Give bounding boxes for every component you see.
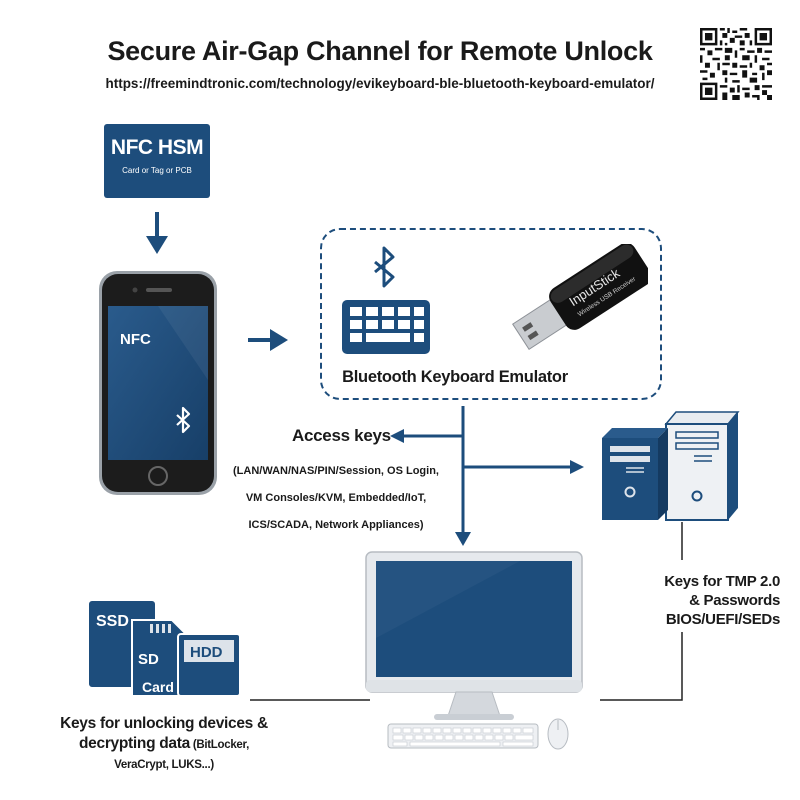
- tpm-line-3: BIOS/UEFI/SEDs: [665, 611, 780, 628]
- smartphone-icon: NFC: [99, 271, 217, 495]
- ssd-label: SSD: [96, 613, 129, 630]
- cable-lines: [250, 522, 683, 701]
- workstation: [365, 551, 583, 750]
- keyboard-icon: [342, 300, 430, 354]
- hdd-label: HDD: [190, 644, 223, 661]
- sd-label: SD: [138, 651, 159, 668]
- access-keys-list: (LAN/WAN/NAS/PIN/Session, OS Login, VM C…: [206, 458, 466, 539]
- emulator-box: [320, 228, 662, 400]
- unlock-line-2-main: decrypting data: [79, 735, 190, 752]
- access-keys-title: Access keys: [292, 426, 391, 445]
- tpm-keys-label: Keys for TMP 2.0 & Passwords BIOS/UEFI/S…: [580, 572, 780, 629]
- sd-card-icon: SD Card: [131, 619, 187, 697]
- usb-dongle-icon: InputStick Wireless USB Receiver: [512, 244, 648, 351]
- nfc-hsm-box: NFC HSM Card or Tag or PCB: [104, 124, 210, 198]
- access-keys-line-2: VM Consoles/KVM, Embedded/IoT,: [245, 492, 427, 504]
- nfc-hsm-title: NFC HSM: [110, 136, 204, 159]
- mouse-icon: [547, 718, 569, 750]
- tpm-line-1: Keys for TMP 2.0: [664, 573, 780, 590]
- bluetooth-icon: [374, 246, 395, 288]
- unlock-line-1: Keys for unlocking devices &: [60, 715, 268, 732]
- hdd-icon: HDD: [177, 633, 241, 697]
- distribution-lines: [390, 406, 584, 546]
- source-url[interactable]: https://freemindtronic.com/technology/ev…: [105, 76, 655, 91]
- unlock-line-3: VeraCrypt, LUKS...): [114, 759, 214, 771]
- bluetooth-keyboard-group: [342, 246, 430, 354]
- tpm-line-2: & Passwords: [689, 592, 780, 609]
- storage-devices: SSD SD Card HDD: [87, 599, 241, 697]
- sd-card-label: Card: [142, 679, 174, 695]
- qr-code-icon: [700, 28, 772, 100]
- unlock-line-2-small: (BitLocker,: [189, 739, 249, 751]
- phone-nfc-label: NFC: [120, 331, 151, 348]
- monitor-icon: [365, 551, 583, 720]
- access-keys-line-1: (LAN/WAN/NAS/PIN/Session, OS Login,: [233, 465, 439, 477]
- bluetooth-icon: [176, 406, 191, 434]
- emulator-label: Bluetooth Keyboard Emulator: [342, 368, 568, 386]
- access-keys-line-3: ICS/SCADA, Network Appliances): [248, 519, 424, 531]
- desktop-tower-icon: [602, 411, 740, 521]
- right-arrow-icon: [248, 329, 288, 351]
- down-arrow-icon: [146, 212, 168, 254]
- keyboard-device-icon: [387, 723, 539, 749]
- page-title: Secure Air-Gap Channel for Remote Unlock: [107, 36, 653, 66]
- nfc-hsm-subtitle: Card or Tag or PCB: [122, 166, 192, 175]
- unlock-devices-label: Keys for unlocking devices & decrypting …: [44, 714, 284, 775]
